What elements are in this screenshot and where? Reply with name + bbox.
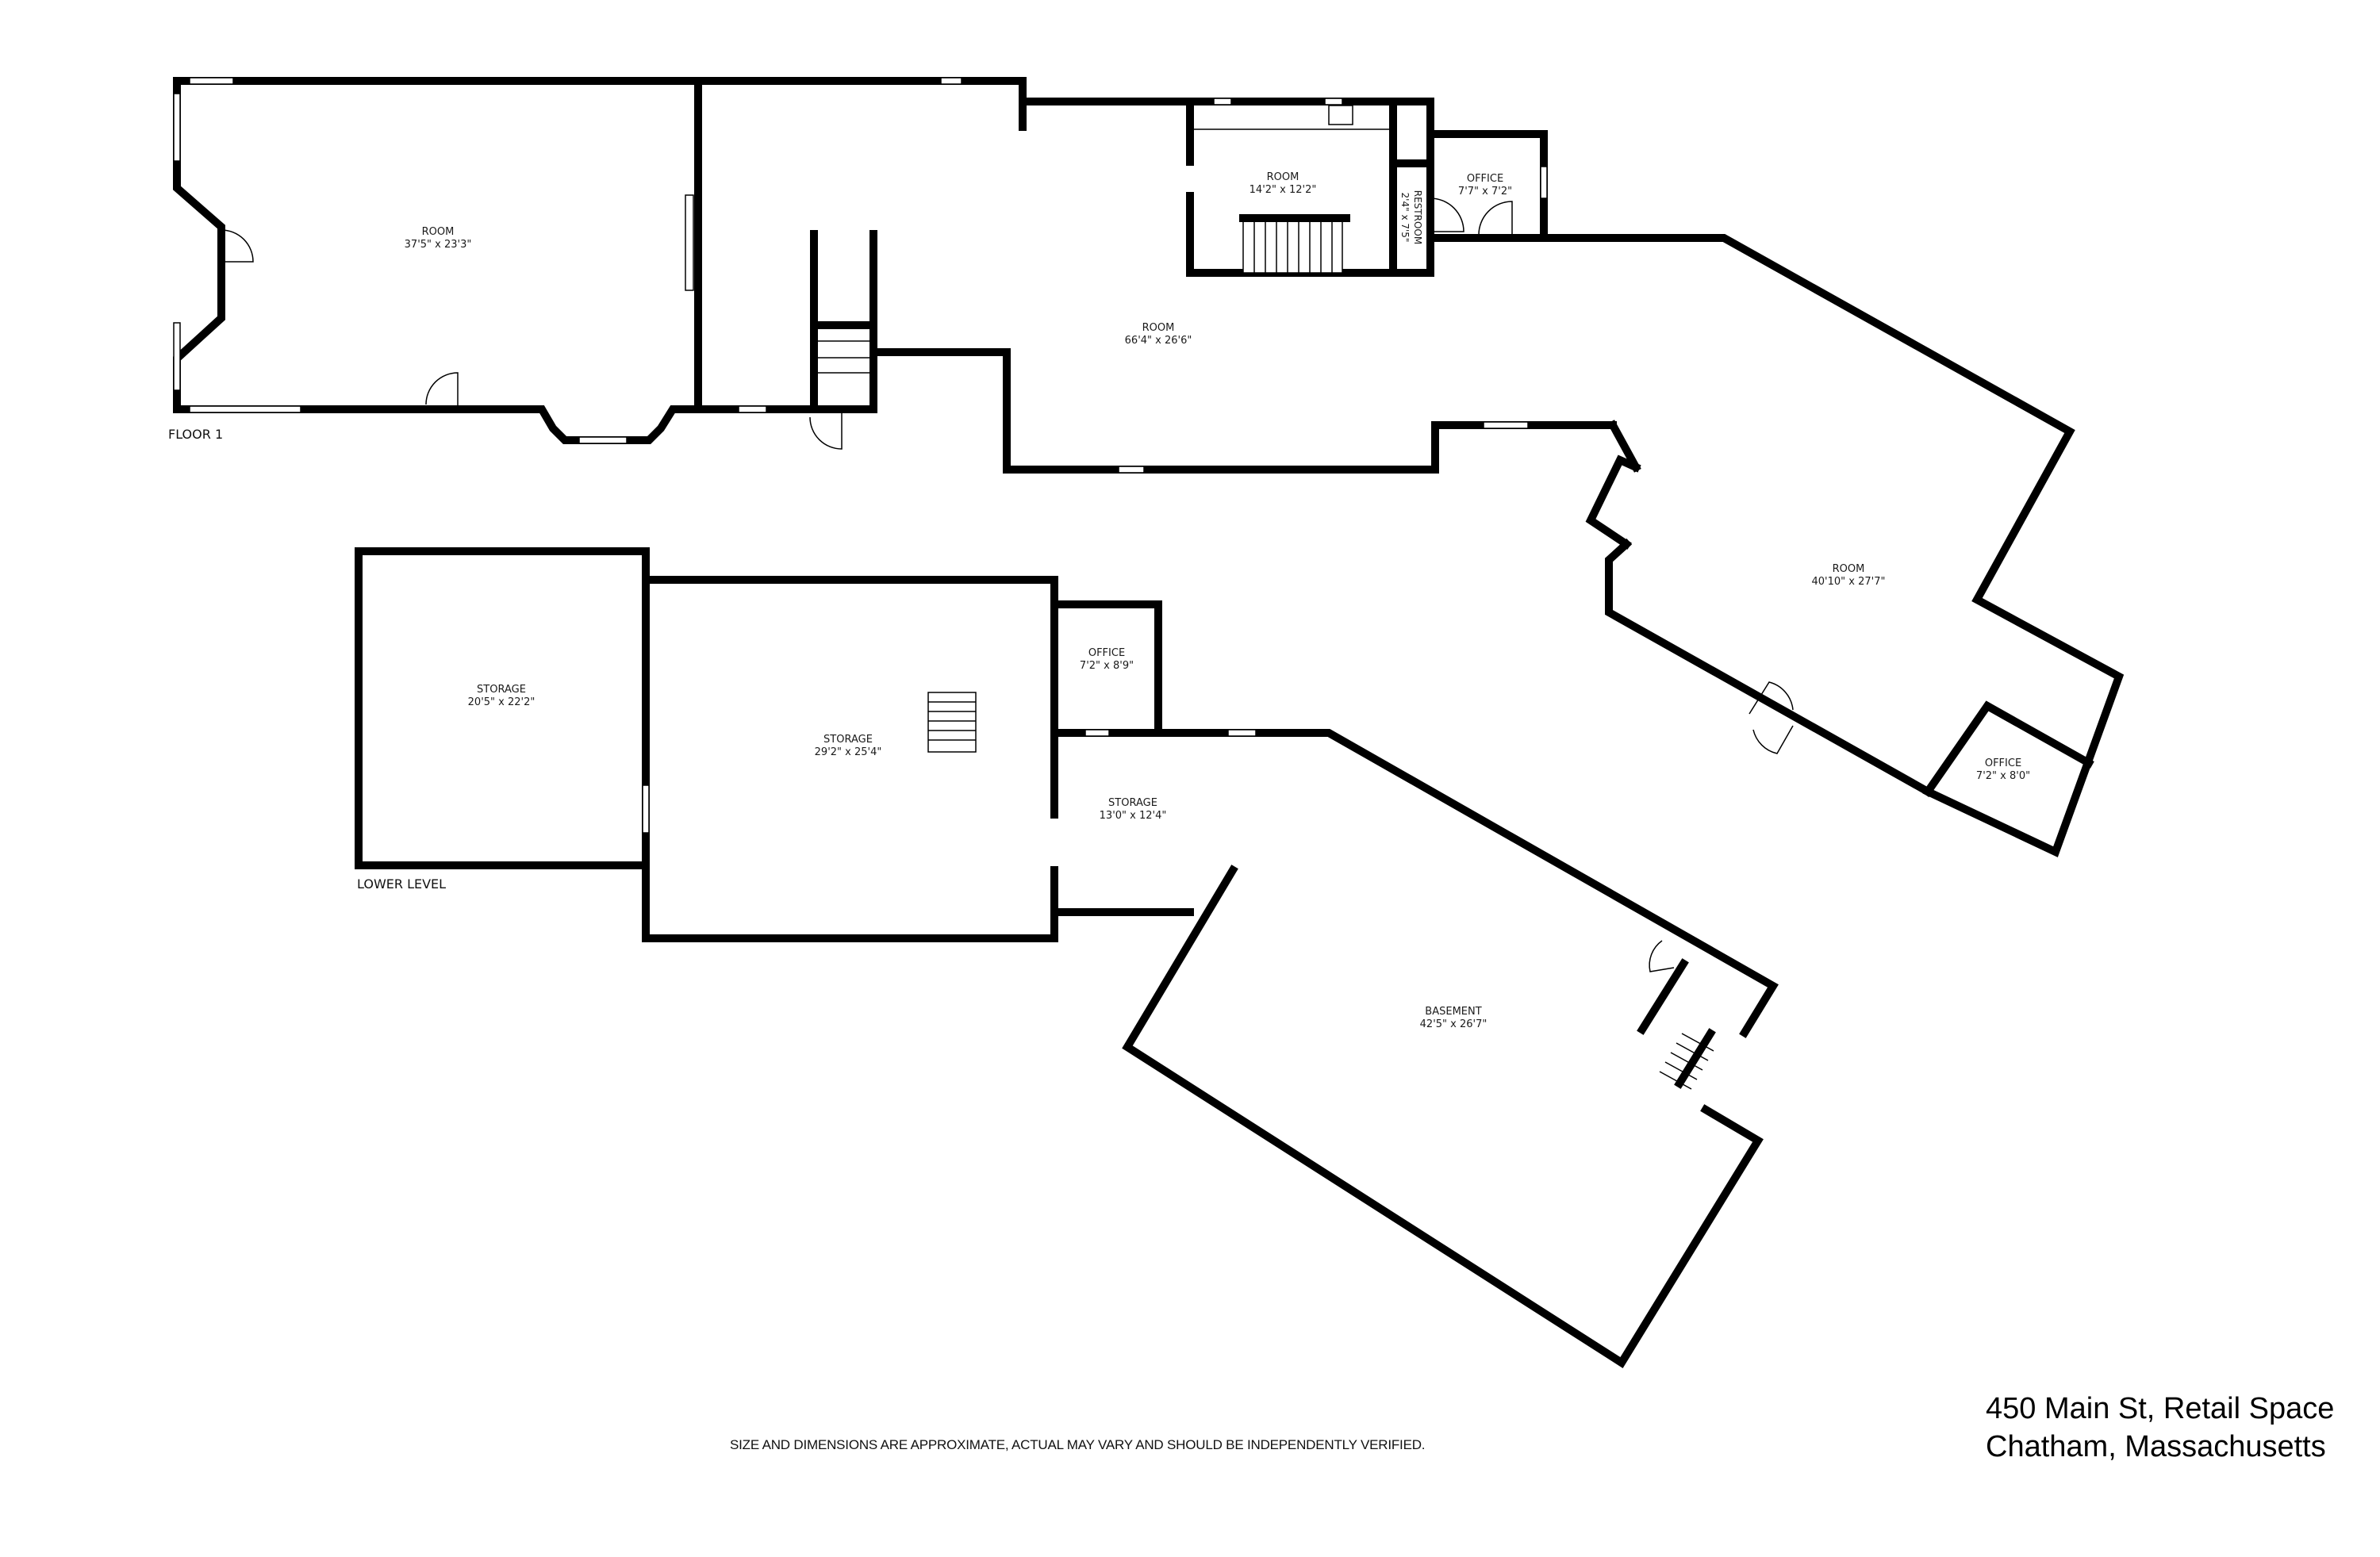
windows-floor-1 xyxy=(173,77,1548,474)
storage-13-top-wall xyxy=(1050,729,1779,1038)
room-dims: 40'10" x 27'7" xyxy=(1811,576,1886,588)
room-dims: 20'5" x 22'2" xyxy=(467,696,536,708)
room-label-room-14: ROOM 14'2" x 12'2" xyxy=(1250,171,1317,197)
stairs-hall xyxy=(818,340,869,374)
right-room-upper-left xyxy=(1607,420,1641,473)
room-dims: 7'7" x 7'2" xyxy=(1457,186,1513,198)
room-label-room-66: ROOM 66'4" x 26'6" xyxy=(1125,322,1192,347)
room-label-office-7-2: OFFICE 7'2" x 8'0" xyxy=(1976,757,2030,783)
room-name: ROOM xyxy=(1142,322,1175,334)
stairs-basement xyxy=(1659,1033,1714,1090)
address-line-1: 450 Main St, Retail Space xyxy=(1986,1392,2335,1425)
room-dims: 66'4" x 26'6" xyxy=(1124,335,1192,347)
room-name: STORAGE xyxy=(1108,797,1157,809)
right-room-lower-wall xyxy=(1605,538,1933,797)
stairs-room-14 xyxy=(1242,217,1343,274)
doors-lower-level xyxy=(1649,940,1675,972)
basement-inner-wall xyxy=(1637,958,1689,1035)
level-label-lower-level: LOWER LEVEL xyxy=(357,876,447,892)
room-name: BASEMENT xyxy=(1425,1006,1482,1018)
level-label-floor-1: FLOOR 1 xyxy=(168,427,224,442)
room-name: ROOM xyxy=(1832,563,1865,575)
room-name: OFFICE xyxy=(1088,647,1126,659)
room-label-office-lower: OFFICE 7'2" x 8'9" xyxy=(1080,647,1134,673)
basement-walls xyxy=(1122,865,1764,1368)
main-room-top-wall xyxy=(694,77,1027,131)
room-name: STORAGE xyxy=(477,684,526,696)
room-dims: 42'5" x 26'7" xyxy=(1419,1018,1488,1030)
office-7-2-lower-walls xyxy=(1050,600,1162,737)
basement-stair-wall xyxy=(1674,1028,1716,1089)
windows-lower-level xyxy=(642,729,1257,834)
storage-29-walls xyxy=(642,576,1058,819)
floor-1-walls xyxy=(173,77,2125,857)
room-label-storage-20: STORAGE 20'5" x 22'2" xyxy=(468,684,536,709)
room-name: ROOM xyxy=(421,226,455,238)
room-name: ROOM xyxy=(1266,171,1299,183)
room-37-walls xyxy=(173,77,702,444)
right-room-left-jog xyxy=(1585,454,1641,550)
room-label-room-40: ROOM 40'10" x 27'7" xyxy=(1812,563,1886,589)
room-dims: 14'2" x 12'2" xyxy=(1249,184,1317,196)
room-dims: 29'2" x 25'4" xyxy=(814,746,882,758)
room-name: STORAGE xyxy=(823,734,873,746)
office-7-2-walls xyxy=(1922,700,2094,797)
room-dims: 7'2" x 8'9" xyxy=(1079,660,1134,672)
room-label-storage-29: STORAGE 29'2" x 25'4" xyxy=(815,734,882,759)
room-name: OFFICE xyxy=(1984,757,2022,769)
storage-20-walls xyxy=(355,547,650,869)
room-dims: 7'2" x 8'0" xyxy=(1975,770,2031,782)
lower-level-walls xyxy=(355,547,1779,1368)
room-name: RESTROOM xyxy=(1412,190,1423,245)
room-name: OFFICE xyxy=(1466,173,1504,185)
room-label-restroom: RESTROOM 2'4" x 7'5" xyxy=(1399,190,1424,244)
doors-floor-1 xyxy=(221,198,1794,754)
storage-29-walls-lower xyxy=(642,576,1058,942)
room-label-storage-13: STORAGE 13'0" x 12'4" xyxy=(1100,797,1167,823)
room-dims: 2'4" x 7'5" xyxy=(1399,192,1411,243)
room-label-office-7-7: OFFICE 7'7" x 7'2" xyxy=(1458,173,1512,198)
room-dims: 37'5" x 23'3" xyxy=(404,239,472,251)
room-label-basement: BASEMENT 42'5" x 26'7" xyxy=(1420,1006,1488,1031)
property-address: 450 Main St, Retail Space Chatham, Massa… xyxy=(1986,1390,2334,1466)
right-room-walls xyxy=(1540,234,2125,857)
main-room-bottom-wall xyxy=(869,348,1617,474)
stairs-storage-29 xyxy=(927,692,977,753)
disclaimer-text: SIZE AND DIMENSIONS ARE APPROXIMATE, ACT… xyxy=(730,1437,1426,1452)
address-line-2: Chatham, Massachusetts xyxy=(1986,1430,2326,1463)
room-dims: 13'0" x 12'4" xyxy=(1099,810,1167,822)
room-label-room-37: ROOM 37'5" x 23'3" xyxy=(405,226,472,251)
